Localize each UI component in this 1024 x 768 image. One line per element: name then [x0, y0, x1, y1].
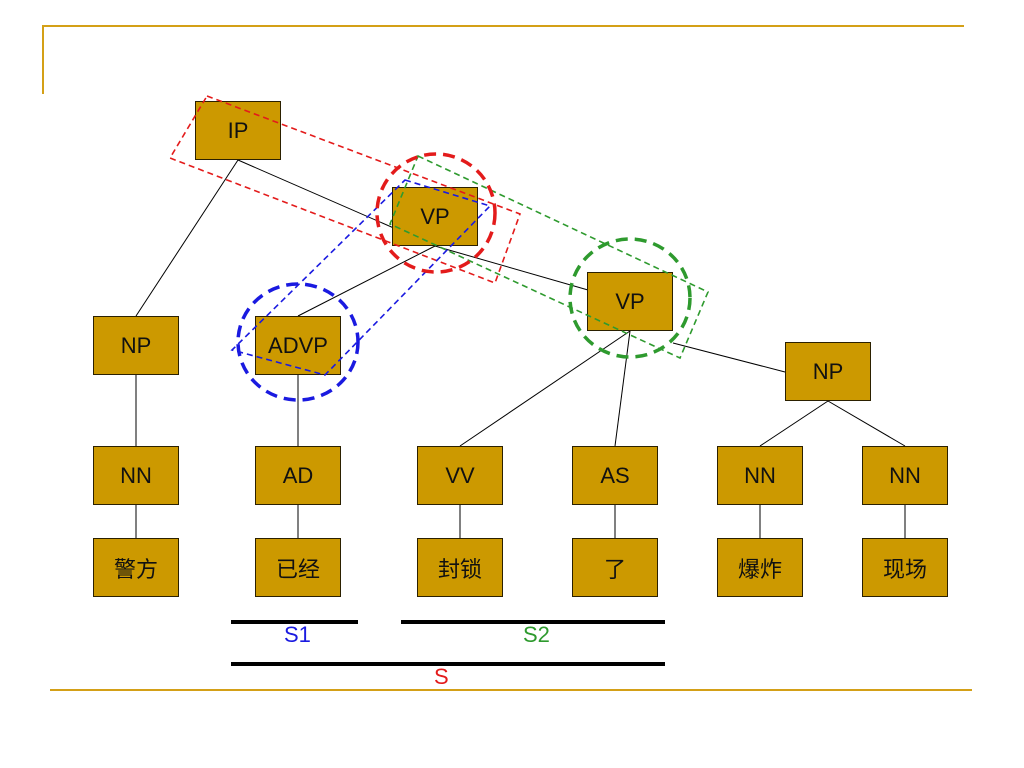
red-dashed-ip-vp-box [168, 95, 522, 285]
word-jingfang: 警方 [93, 538, 179, 597]
node-vp-lower: VP [587, 272, 673, 331]
edge-np-nn-1 [759, 400, 829, 447]
edge-np-nn-2 [827, 400, 906, 447]
word-baozha: 爆炸 [717, 538, 803, 597]
node-nn-subject: NN [93, 446, 179, 505]
top-accent-rule [42, 25, 964, 27]
blue-dashed-advp-circle [236, 282, 360, 402]
node-ad: AD [255, 446, 341, 505]
word-le: 了 [572, 538, 658, 597]
node-vp-upper: VP [392, 187, 478, 246]
edge-ip-np [135, 159, 239, 317]
node-advp: ADVP [255, 316, 341, 375]
edge-vp-as [614, 330, 631, 447]
span-bar-s1 [231, 620, 358, 624]
span-bar-s2 [401, 620, 665, 624]
edge-vp-advp [297, 245, 436, 317]
edge-vp-vp [434, 245, 589, 291]
span-bar-s [231, 662, 665, 666]
node-ip: IP [195, 101, 281, 160]
node-nn-object-1: NN [717, 446, 803, 505]
edge-vp-np [672, 342, 786, 373]
word-fengsuo: 封锁 [417, 538, 503, 597]
red-dashed-vp-circle [375, 152, 497, 274]
node-as: AS [572, 446, 658, 505]
span-label-s1: S1 [284, 622, 311, 647]
green-dashed-vp-vp-box [388, 154, 710, 360]
word-yijing: 已经 [255, 538, 341, 597]
green-dashed-vp-circle [568, 237, 692, 359]
bottom-accent-rule [50, 689, 972, 691]
word-xianchang: 现场 [862, 538, 948, 597]
blue-dashed-advp-vp-box [230, 179, 492, 376]
span-label-s2: S2 [523, 622, 550, 647]
span-label-s: S [434, 664, 449, 689]
node-vv: VV [417, 446, 503, 505]
node-np-subject: NP [93, 316, 179, 375]
node-nn-object-2: NN [862, 446, 948, 505]
node-np-object: NP [785, 342, 871, 401]
left-accent-rule [42, 25, 44, 94]
